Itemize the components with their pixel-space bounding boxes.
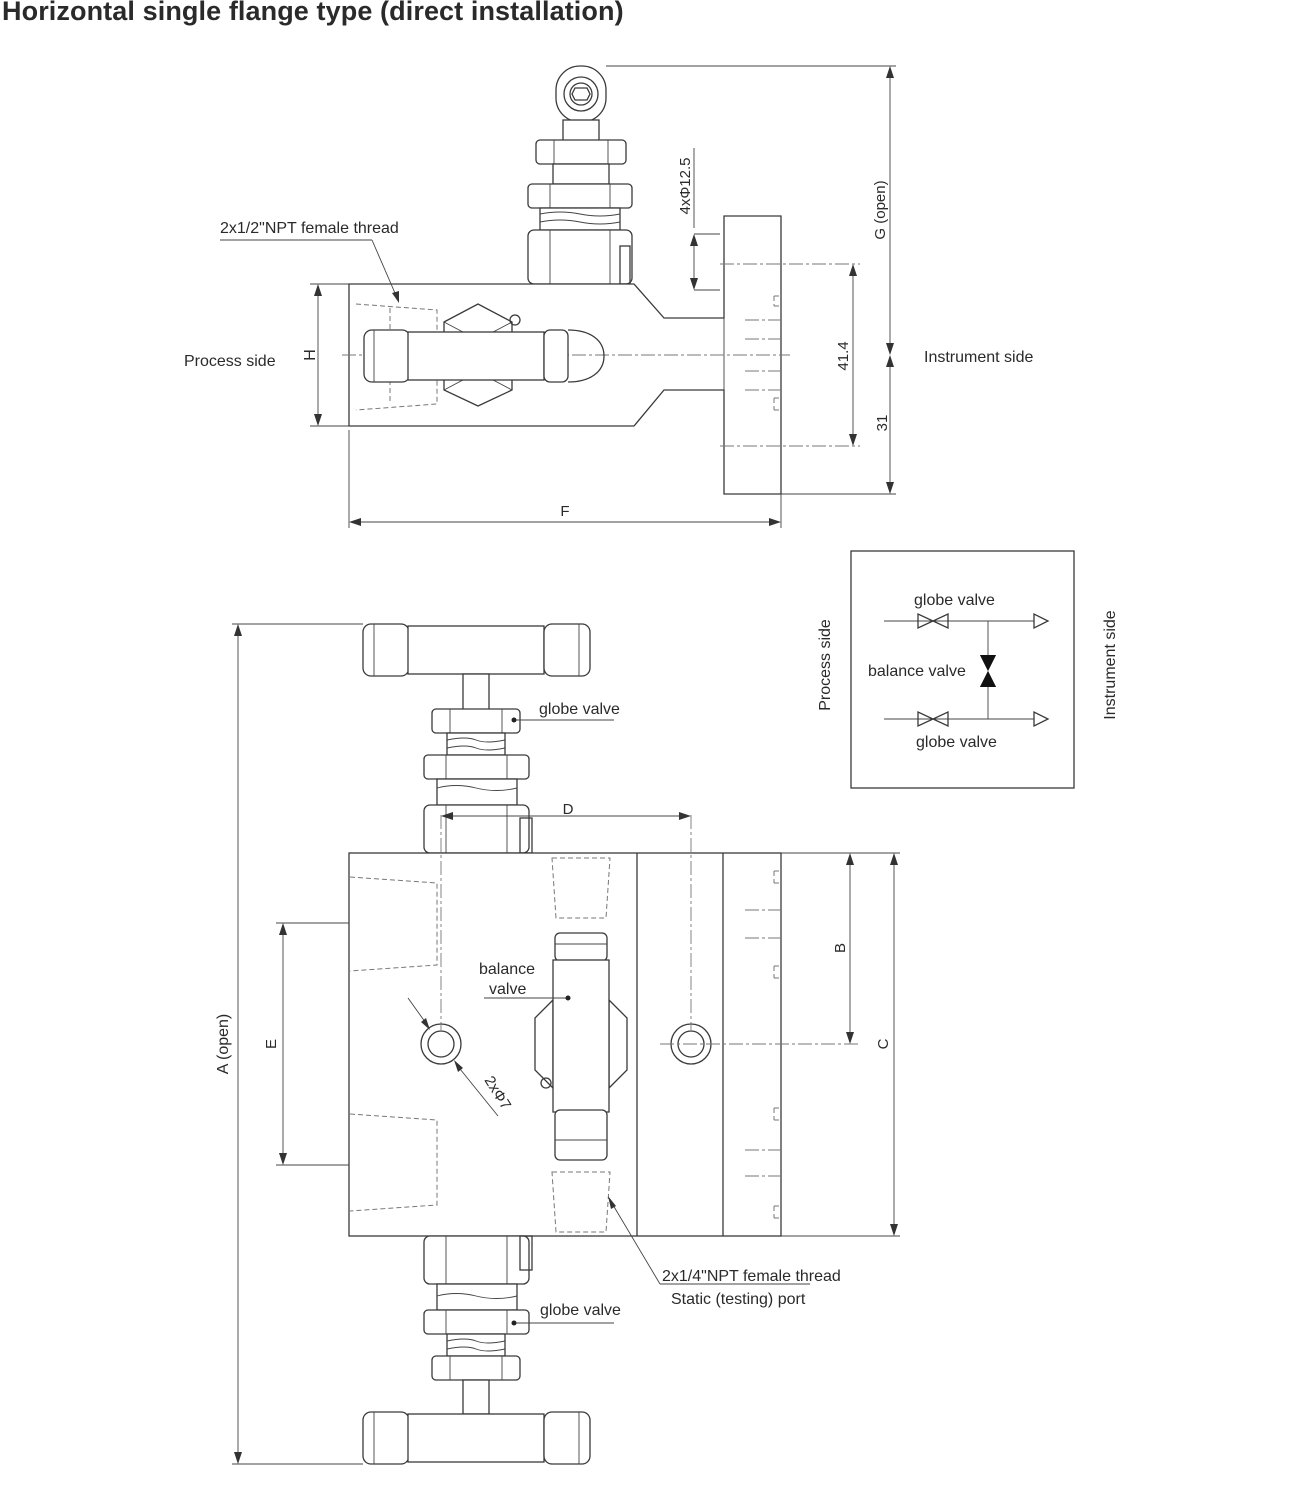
- top-instrument-side-label: Instrument side: [924, 349, 1033, 366]
- schematic-balance-valve: balance valve: [868, 663, 966, 680]
- globe-valve-top-leader: [511, 717, 614, 723]
- dim-d-label: D: [563, 801, 574, 818]
- dim-g-label: G (open): [872, 180, 889, 239]
- dim-bolt-holes: [690, 148, 720, 291]
- dim-31: [781, 355, 896, 495]
- valve-schematic: [850, 550, 1075, 789]
- dim-b-label: B: [832, 943, 849, 953]
- dim-31-label: 31: [874, 415, 891, 432]
- dim-d: [441, 812, 691, 820]
- front-globe-valve-top-label: globe valve: [539, 701, 620, 718]
- static-port-label: Static (testing) port: [671, 1291, 806, 1308]
- front-view: A (open) E D B: [215, 623, 900, 1465]
- front-bottom-stem: [423, 1235, 533, 1415]
- npt-quarter-leader: [608, 1196, 810, 1285]
- npt-half-label: 2x1/2"NPT female thread: [220, 220, 399, 237]
- dim-41-4: [849, 264, 857, 446]
- dim-h: [310, 283, 349, 427]
- dim-g: [606, 65, 896, 355]
- page-title: Horizontal single flange type (direct in…: [2, 0, 624, 26]
- top-handle-eye: [555, 65, 607, 143]
- front-bottom-handle: [362, 1411, 591, 1465]
- dim-bolt-label: 4xΦ12.5: [677, 157, 694, 214]
- dim-f: [348, 430, 782, 528]
- dim-f-label: F: [560, 503, 569, 520]
- top-balance-handle: [363, 303, 605, 407]
- front-balance-valve: [534, 932, 628, 1161]
- dim-c: [781, 853, 900, 1237]
- dim-e-label: E: [263, 1039, 280, 1049]
- dim-b: [781, 852, 900, 1044]
- schematic-globe-valve-top: globe valve: [914, 592, 995, 609]
- globe-valve-bottom-leader: [511, 1320, 614, 1326]
- dim-a-label: A (open): [215, 1014, 232, 1074]
- hole-dim-leaders: [407, 997, 499, 1117]
- dim-41-4-label: 41.4: [835, 341, 852, 370]
- front-globe-valve-bottom-label: globe valve: [540, 1302, 621, 1319]
- dim-h-label: H: [302, 349, 319, 361]
- schematic-process-side: Process side: [817, 619, 834, 711]
- front-balance-label-1: balance: [479, 961, 535, 978]
- front-top-handle: [362, 623, 591, 711]
- dim-c-label: C: [875, 1038, 892, 1049]
- balance-valve-leader: [484, 995, 571, 1001]
- top-process-side-label: Process side: [184, 353, 276, 370]
- top-view: H F G (open) 41.4: [184, 65, 1033, 528]
- schematic-instrument-side: Instrument side: [1102, 610, 1119, 719]
- npt-half-leader: [220, 239, 399, 303]
- schematic-globe-valve-bottom: globe valve: [916, 734, 997, 751]
- dim-e: [276, 922, 349, 1166]
- front-balance-label-2: valve: [489, 981, 526, 998]
- npt-quarter-label: 2x1/4"NPT female thread: [662, 1268, 841, 1285]
- dim-a: [232, 623, 363, 1465]
- top-stem-assembly: [527, 139, 633, 285]
- front-top-stem: [423, 708, 533, 854]
